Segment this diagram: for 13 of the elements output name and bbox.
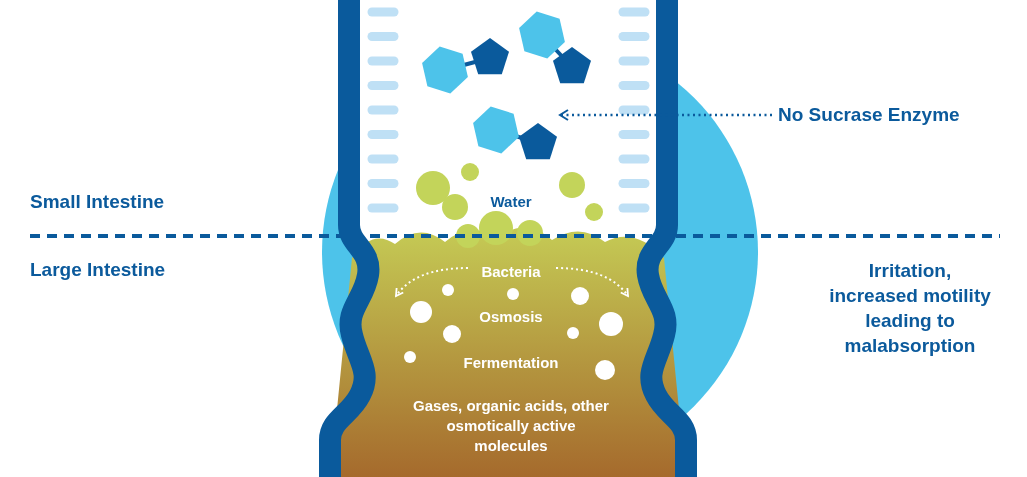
sucrose-molecule-icon: [473, 106, 557, 160]
products-note: Gases, organic acids, other osmotically active molecules: [412, 396, 610, 456]
sucrose-molecule-icon: [519, 11, 591, 84]
region-label: Small Intestine: [30, 190, 166, 214]
bacteria-label: Bacteria: [480, 262, 542, 282]
dotted-arrow: [559, 109, 772, 121]
effect-note: Irritation, increased motility leading to malabsorption: [828, 259, 992, 358]
region-label: Large Intestine: [30, 258, 167, 282]
sucrose-molecule-icon: [422, 38, 509, 94]
callout-text: No Sucrase Enzyme: [778, 102, 960, 127]
osmosis-label: Osmosis: [478, 307, 544, 327]
water-label: Water: [489, 192, 533, 212]
fermentation-label: Fermentation: [462, 353, 560, 373]
